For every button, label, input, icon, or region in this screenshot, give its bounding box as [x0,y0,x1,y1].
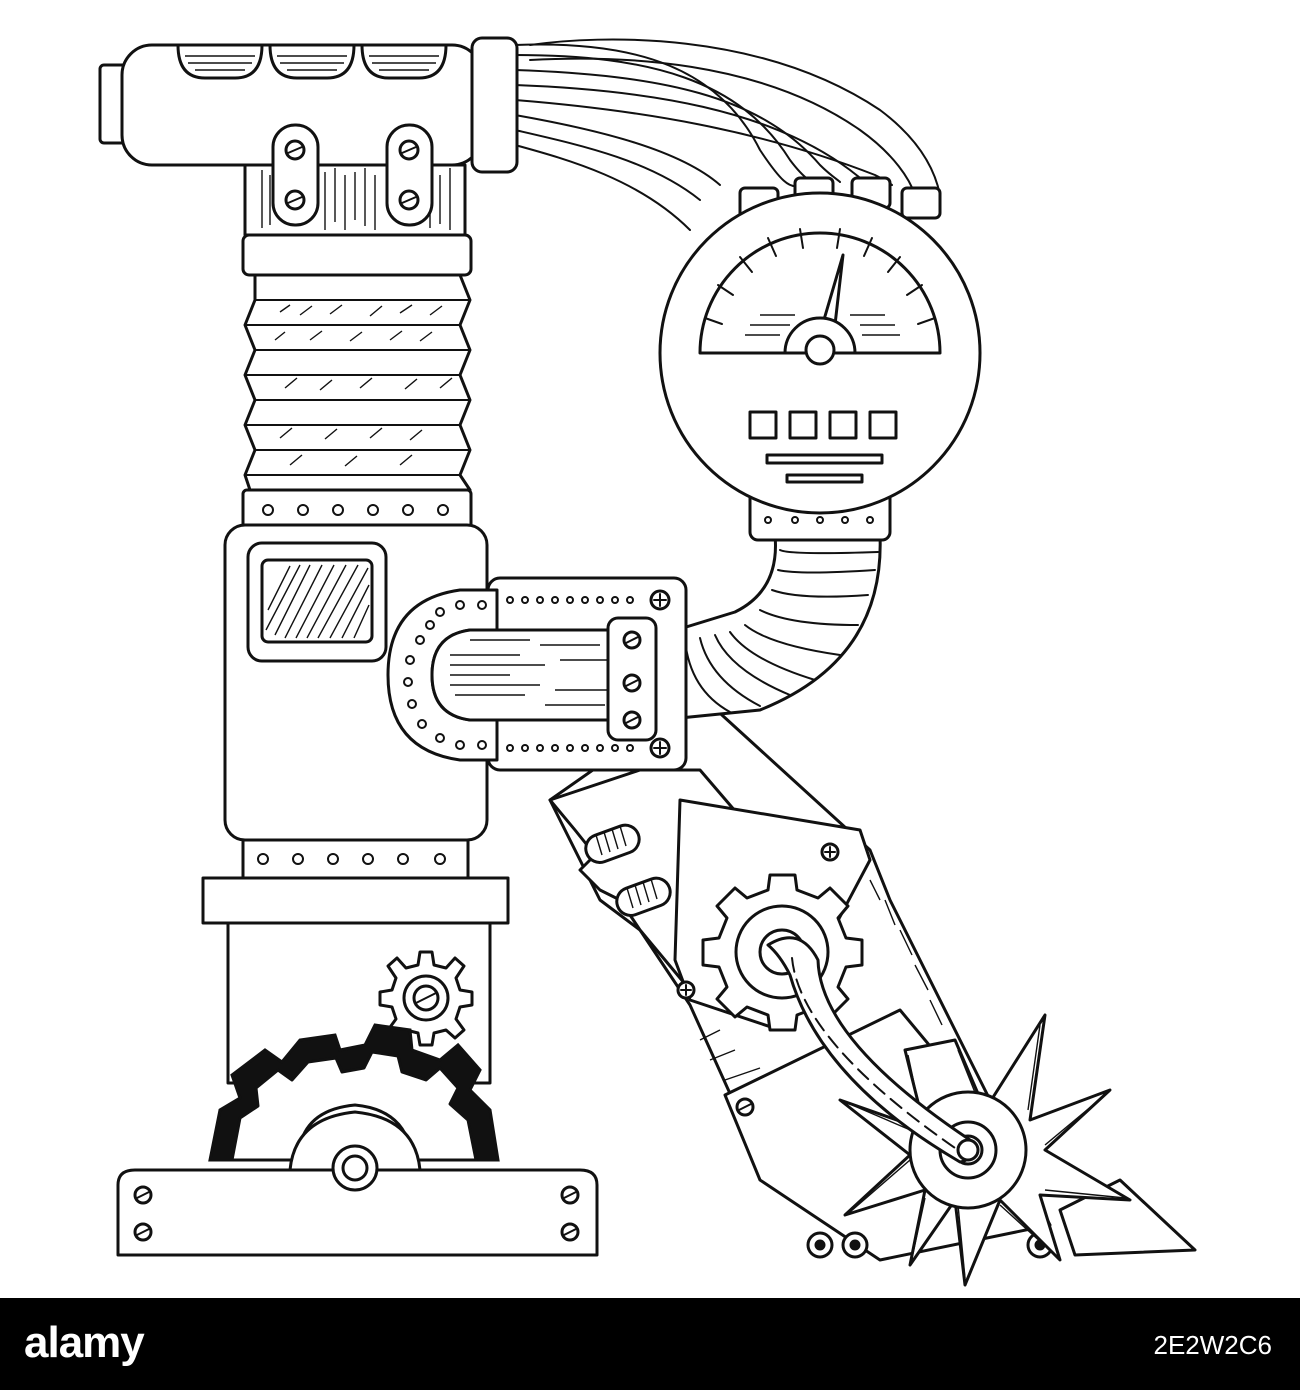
pressure-gauge-icon [658,176,982,542]
lower-collar [201,838,510,925]
diagonal-leg [548,693,1197,1262]
u-bowl [386,588,658,762]
flex-hose [658,533,882,722]
bellows [241,273,473,532]
crank-arm [766,936,980,1164]
wire-bundle [514,38,941,231]
base-screw-icon [133,1185,580,1242]
upper-neck [241,123,473,277]
steampunk-letter-r-illustration [98,36,1197,1287]
brand-logo: alamy [24,1318,145,1367]
housing-screw-icon [735,1097,755,1117]
stock-footer-bar: alamy 2E2W2C6 [0,1298,1300,1390]
image-id-label: 2E2W2C6 [1153,1330,1273,1360]
base-gears [116,921,599,1257]
small-gear-icon [378,950,474,1047]
plate-screw-icon [649,589,671,759]
leg-screw-icon [676,842,840,1000]
